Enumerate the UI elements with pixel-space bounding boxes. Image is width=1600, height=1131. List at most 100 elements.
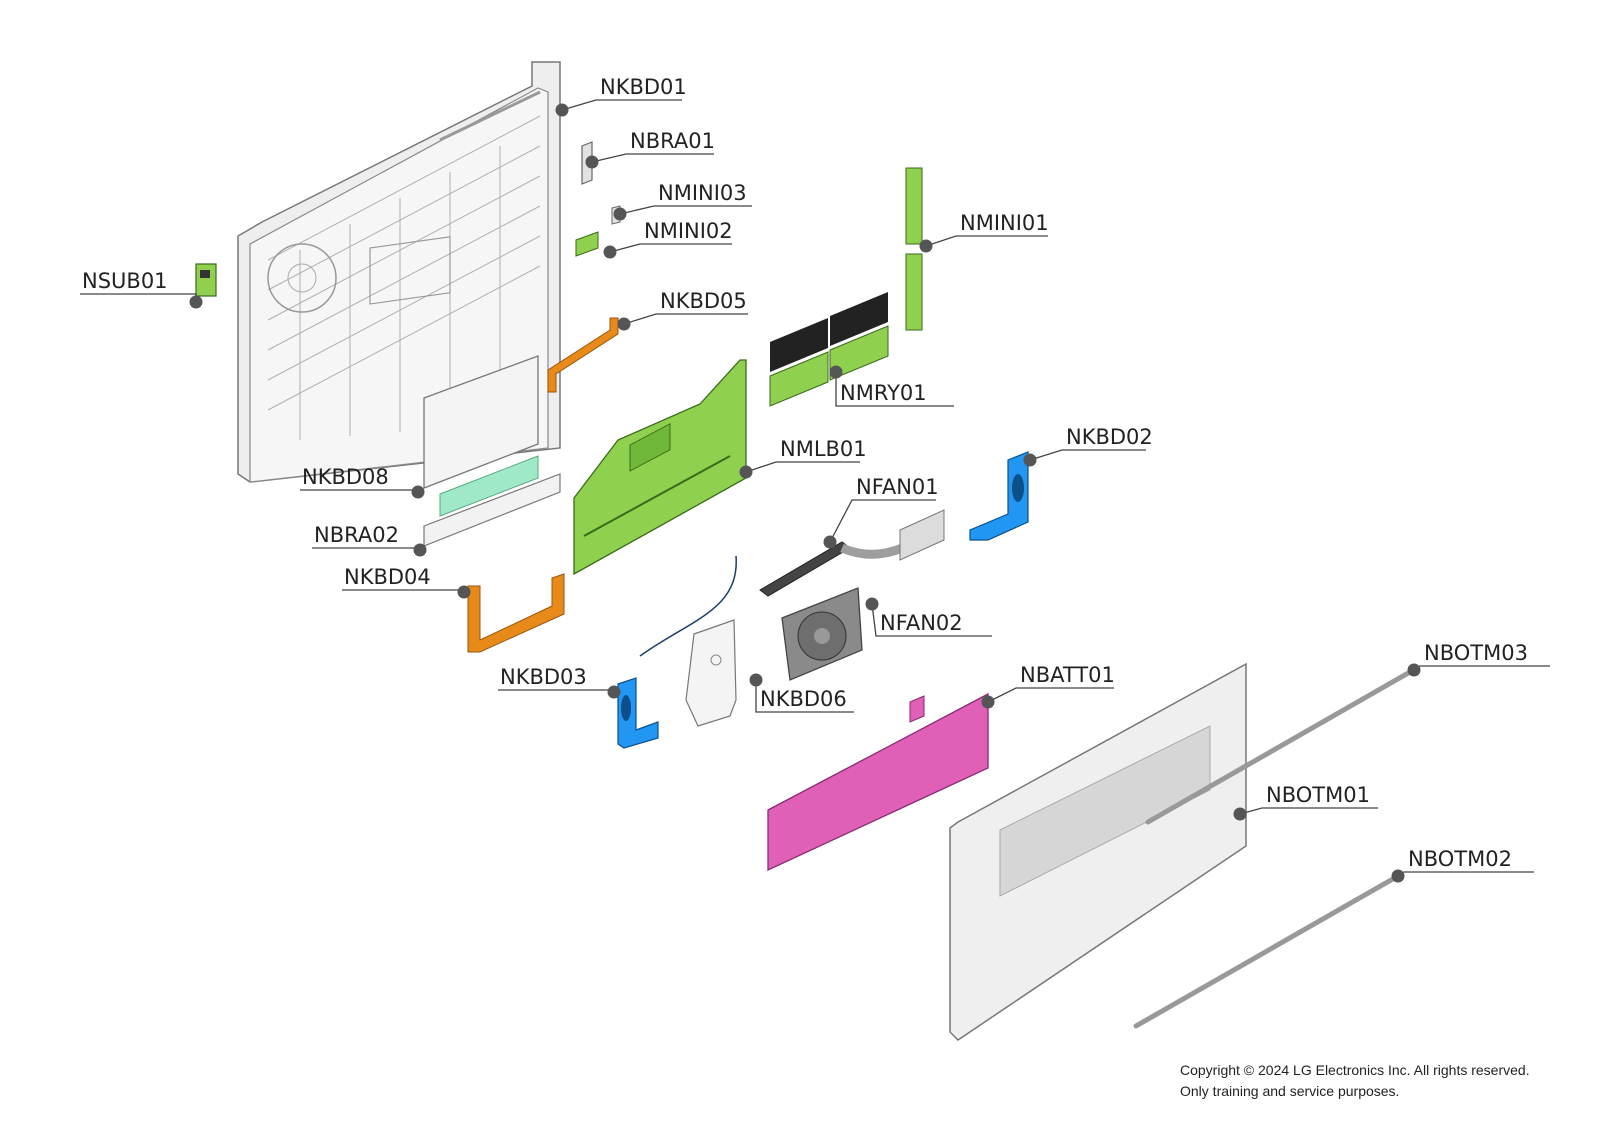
leader-dot	[1391, 869, 1405, 883]
part-nmini01	[905, 167, 923, 331]
leader-dot	[613, 207, 627, 221]
leader-dot	[585, 155, 599, 169]
callout-nkbd04: NKBD04	[342, 565, 471, 599]
part-nbotm02	[1133, 873, 1401, 1029]
leader-dot	[1407, 663, 1421, 677]
leader-line	[987, 687, 1114, 703]
part-nsub01	[195, 263, 217, 297]
copyright-notice: Copyright © 2024 LG Electronics Inc. All…	[1180, 1060, 1580, 1102]
part-label-nkbd03[interactable]: NKBD03	[500, 665, 587, 689]
part-label-nmini03[interactable]: NMINI03	[658, 181, 747, 205]
part-label-nkbd02[interactable]: NKBD02	[1066, 425, 1153, 449]
leader-line	[1413, 665, 1550, 671]
part-label-nbra02[interactable]: NBRA02	[314, 523, 399, 547]
part-nbatt01	[767, 692, 989, 872]
part-label-nmini01[interactable]: NMINI01	[960, 211, 1049, 235]
leader-dot	[739, 465, 753, 479]
leader-line	[300, 489, 419, 492]
leader-line	[871, 603, 992, 637]
part-label-nmry01[interactable]: NMRY01	[840, 381, 927, 405]
callout-nbotm03: NBOTM03	[1407, 641, 1550, 677]
callout-nfan01: NFAN01	[823, 475, 939, 549]
callout-nkbd02: NKBD02	[1023, 425, 1153, 467]
part-label-nkbd01[interactable]: NKBD01	[600, 75, 687, 99]
part-nfan01	[759, 509, 945, 597]
callout-nbra02: NBRA02	[312, 523, 427, 557]
part-label-nsub01[interactable]: NSUB01	[82, 269, 168, 293]
part-nkbd03	[617, 555, 737, 749]
callout-nkbd01: NKBD01	[555, 75, 687, 117]
callout-nbra01: NBRA01	[585, 129, 715, 169]
leader-line	[623, 313, 748, 325]
leader-dot	[1023, 453, 1037, 467]
leader-dot	[1233, 807, 1247, 821]
leader-dot	[919, 239, 933, 253]
part-nkbd06	[685, 619, 737, 727]
part-nbotm03	[1145, 669, 1413, 825]
callout-nbotm01: NBOTM01	[1233, 783, 1378, 821]
callout-nmry01: NMRY01	[829, 365, 954, 407]
part-label-nfan02[interactable]: NFAN02	[880, 611, 963, 635]
copyright-line-2: Only training and service purposes.	[1180, 1083, 1400, 1099]
part-label-nbotm01[interactable]: NBOTM01	[1266, 783, 1370, 807]
callout-nfan02: NFAN02	[865, 597, 992, 637]
callout-nmini01: NMINI01	[919, 211, 1049, 253]
leader-dot	[749, 673, 763, 687]
callout-nbatt01: NBATT01	[981, 663, 1115, 709]
part-nbotm01	[949, 662, 1247, 1041]
leader-dot	[189, 295, 203, 309]
part-nmini02	[575, 231, 599, 257]
leader-dot	[981, 695, 995, 709]
part-label-nkbd05[interactable]: NKBD05	[660, 289, 747, 313]
callout-nsub01: NSUB01	[80, 269, 203, 309]
leader-dot	[603, 245, 617, 259]
part-nbra02	[423, 473, 561, 547]
leader-dot	[413, 543, 427, 557]
leader-line	[591, 153, 714, 163]
leader-line	[498, 689, 615, 692]
leader-line	[1239, 807, 1378, 815]
leader-line	[835, 372, 954, 407]
part-nkbd04	[467, 573, 565, 653]
callout-nmini02: NMINI02	[603, 219, 733, 259]
leader-dot	[555, 103, 569, 117]
leader-dot	[617, 317, 631, 331]
part-label-nbatt01[interactable]: NBATT01	[1020, 663, 1115, 687]
leader-dot	[607, 685, 621, 699]
part-label-nkbd04[interactable]: NKBD04	[344, 565, 431, 589]
part-label-nmini02[interactable]: NMINI02	[644, 219, 733, 243]
part-label-nbra01[interactable]: NBRA01	[630, 129, 715, 153]
part-nkbd08	[423, 355, 539, 517]
leader-line	[755, 680, 854, 713]
part-label-nfan01[interactable]: NFAN01	[856, 475, 939, 499]
part-label-nbotm03[interactable]: NBOTM03	[1424, 641, 1528, 665]
part-label-nkbd06[interactable]: NKBD06	[760, 687, 847, 711]
part-label-nmlb01[interactable]: NMLB01	[780, 437, 867, 461]
part-nkbd02	[969, 451, 1029, 541]
callout-nkbd06: NKBD06	[749, 673, 854, 713]
part-nfan02	[781, 587, 863, 681]
leader-line	[829, 499, 936, 543]
leader-line	[312, 547, 421, 550]
leader-dot	[823, 535, 837, 549]
callout-nbotm02: NBOTM02	[1391, 847, 1534, 883]
callout-nkbd08: NKBD08	[300, 465, 425, 499]
leader-dot	[829, 365, 843, 379]
callout-nmlb01: NMLB01	[739, 437, 867, 479]
copyright-line-1: Copyright © 2024 LG Electronics Inc. All…	[1180, 1062, 1530, 1078]
part-label-nkbd08[interactable]: NKBD08	[302, 465, 389, 489]
callout-nkbd05: NKBD05	[617, 289, 748, 331]
leader-dot	[865, 597, 879, 611]
leader-dot	[411, 485, 425, 499]
part-label-nbotm02[interactable]: NBOTM02	[1408, 847, 1512, 871]
callout-nkbd03: NKBD03	[498, 665, 621, 699]
callout-nmini03: NMINI03	[613, 181, 752, 221]
part-nkbd05	[547, 317, 619, 393]
leader-line	[1397, 871, 1534, 877]
part-nmry01	[769, 292, 889, 407]
leader-line	[745, 461, 860, 473]
leader-line	[1029, 449, 1146, 461]
part-nmlb01	[573, 359, 747, 576]
